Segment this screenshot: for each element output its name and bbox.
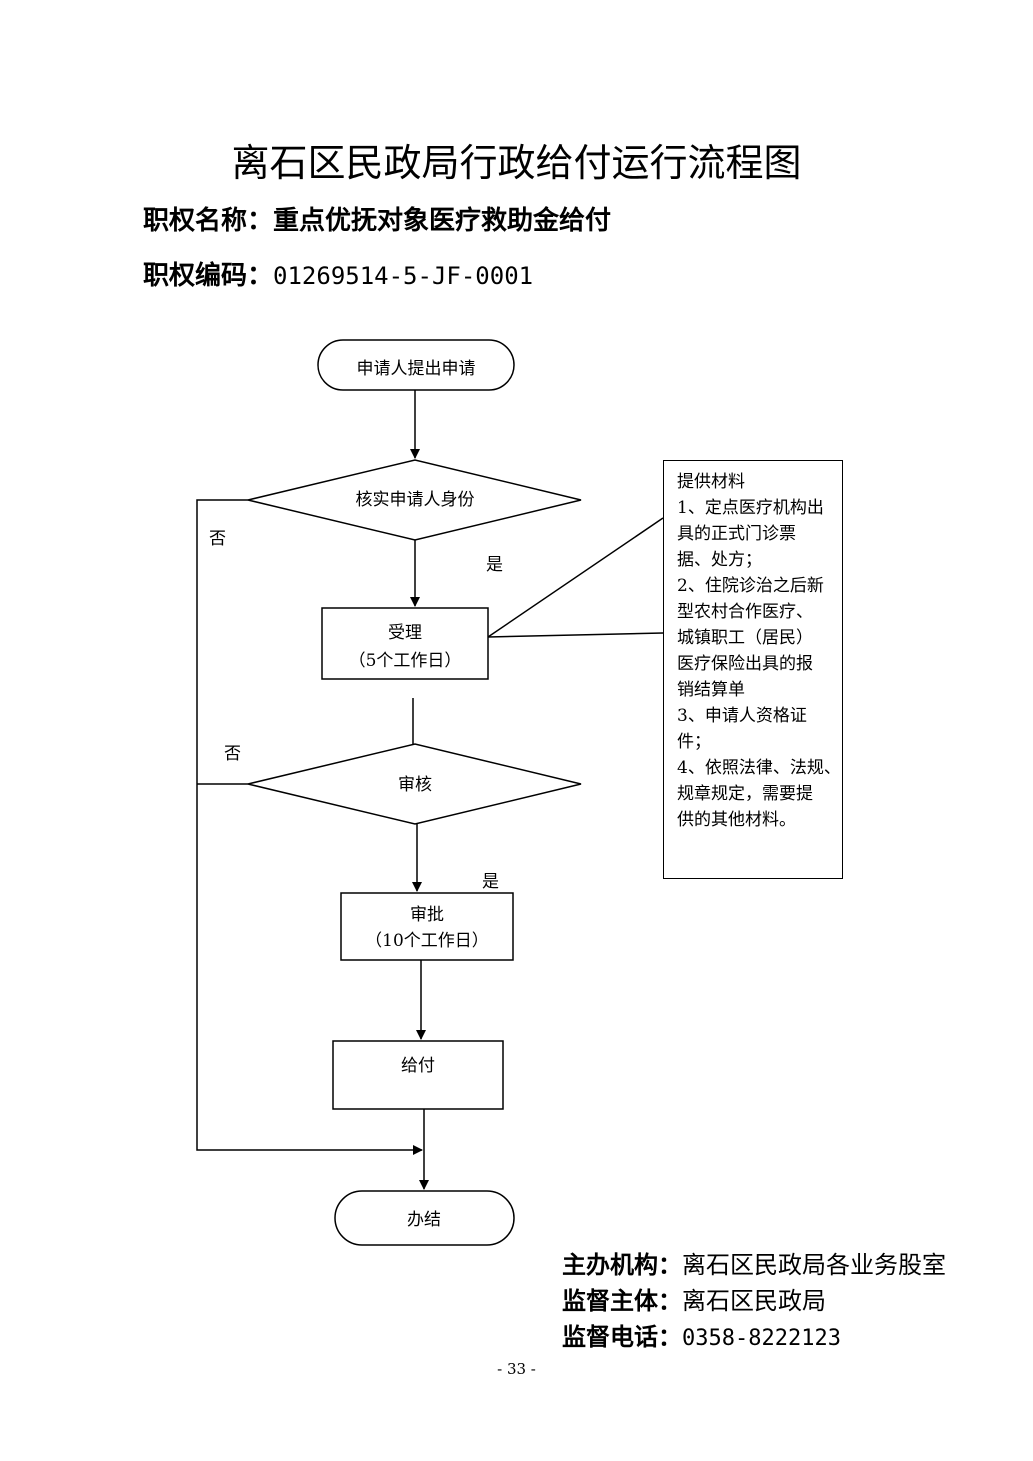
materials-line: 销结算单 [677, 680, 745, 700]
materials-line: 医疗保险出具的报 [677, 654, 813, 674]
pay-label: 给付 [401, 1056, 435, 1076]
power-name-label: 职权名称： [143, 206, 274, 236]
page-number: - 33 - [497, 1360, 536, 1378]
review-no-label: 否 [224, 744, 241, 764]
footer-phone-label: 监督电话： [562, 1323, 682, 1351]
approve-box [340, 892, 514, 961]
review-decision [247, 743, 582, 825]
materials-line: 3、申请人资格证 [677, 706, 807, 726]
approve-label: 审批 [410, 905, 444, 925]
materials-line: 4、依照法律、法规、 [677, 758, 841, 778]
materials-line: 2、住院诊治之后新 [677, 576, 824, 596]
approve-time-label: （10个工作日） [365, 931, 489, 951]
footer-phone: 监督电话：0358-8222123 [562, 1317, 841, 1352]
power-code: 职权编码：01269514-5-JF-0001 [143, 255, 533, 292]
end-node [334, 1190, 515, 1246]
footer-host-value: 离石区民政局各业务股室 [682, 1251, 946, 1279]
materials-line: 规章规定，需要提 [677, 784, 813, 804]
accept-label: 受理 [388, 623, 422, 643]
footer-host: 主办机构：离石区民政局各业务股室 [562, 1245, 946, 1280]
materials-connector-upper [487, 517, 664, 638]
materials-line: 件； [677, 732, 711, 752]
materials-line: 城镇职工（居民） [677, 628, 813, 648]
accept-box [321, 607, 489, 680]
start-label: 申请人提出申请 [357, 359, 476, 379]
materials-line: 型农村合作医疗、 [677, 602, 813, 622]
materials-line: 据、处方； [677, 550, 762, 570]
power-name: 职权名称：重点优抚对象医疗救助金给付 [143, 200, 611, 237]
materials-box: 提供材料 1、定点医疗机构出 具的正式门诊票 据、处方； 2、住院诊治之后新 型… [663, 460, 843, 879]
power-code-value: 01269514-5-JF-0001 [273, 262, 534, 290]
footer-supervisor-value: 离石区民政局 [682, 1287, 826, 1315]
end-label: 办结 [407, 1210, 441, 1230]
accept-time-label: （5个工作日） [349, 651, 462, 671]
verify-label: 核实申请人身份 [356, 490, 475, 510]
materials-line: 提供材料 [677, 472, 745, 492]
power-code-label: 职权编码： [143, 261, 274, 291]
materials-connector-lower [487, 632, 664, 638]
pay-box [332, 1040, 504, 1110]
verify-no-label: 否 [209, 529, 226, 549]
review-label: 审核 [398, 775, 432, 795]
power-name-value: 重点优抚对象医疗救助金给付 [273, 206, 612, 236]
footer-phone-value: 0358-8222123 [682, 1326, 841, 1351]
footer-supervisor-label: 监督主体： [562, 1287, 682, 1315]
materials-line: 具的正式门诊票 [677, 524, 796, 544]
verify-decision [247, 459, 582, 541]
footer-supervisor: 监督主体：离石区民政局 [562, 1281, 826, 1316]
no-branch-line [196, 499, 423, 1155]
materials-line: 供的其他材料。 [677, 810, 796, 830]
materials-line: 1、定点医疗机构出 [677, 498, 824, 518]
page-title: 离石区民政局行政给付运行流程图 [231, 141, 802, 185]
review-yes-label: 是 [482, 872, 499, 892]
start-node [317, 339, 515, 391]
verify-yes-label: 是 [486, 555, 503, 575]
footer-host-label: 主办机构： [562, 1251, 682, 1279]
